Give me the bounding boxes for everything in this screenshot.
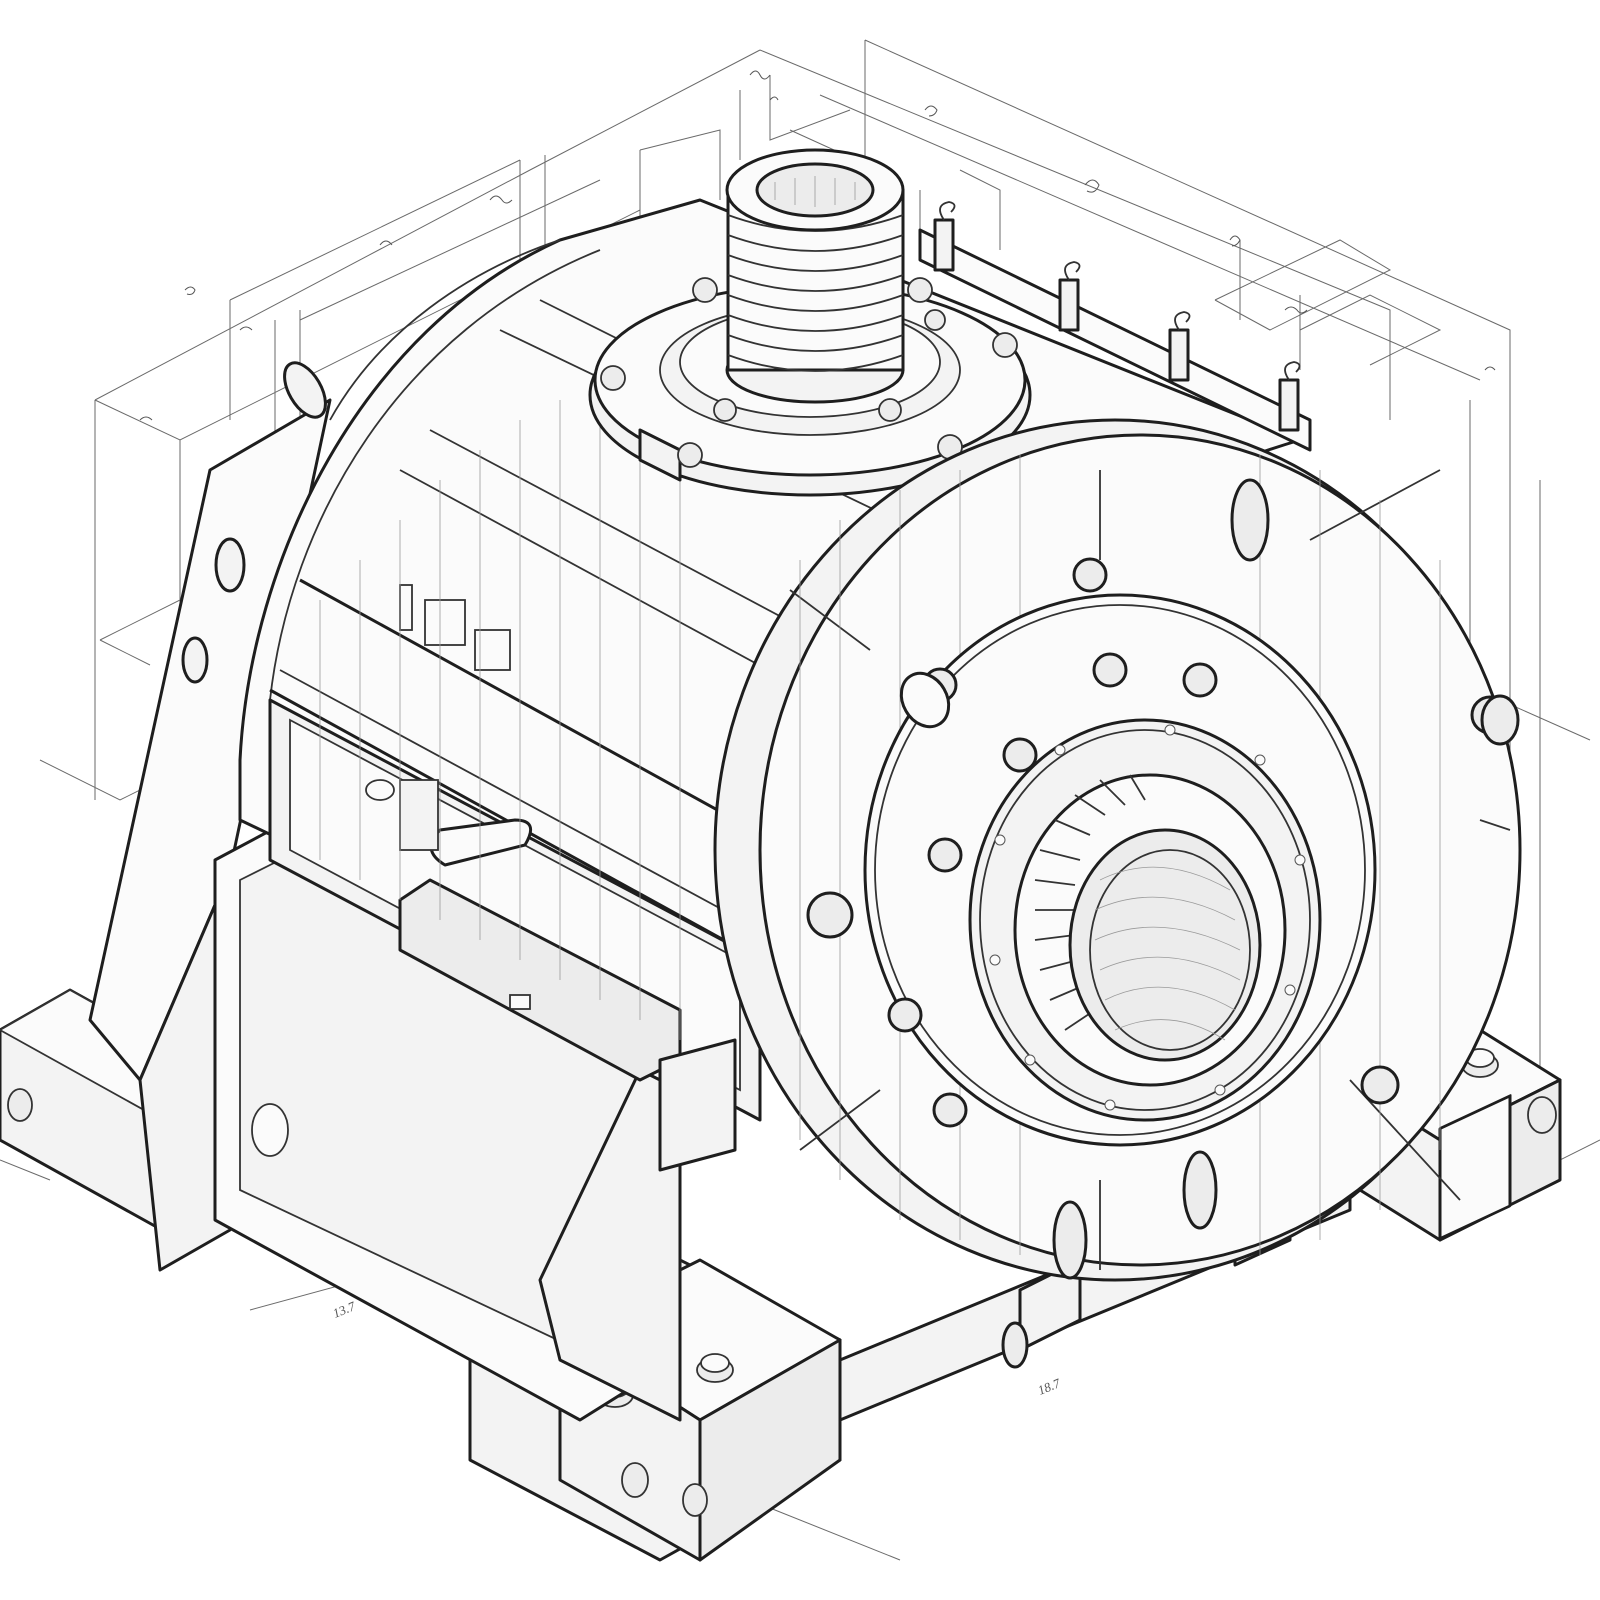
bolt-hole-icon (621, 1462, 649, 1498)
top-threaded-nozzle (725, 148, 905, 404)
flange-bolt-icon (600, 277, 1018, 468)
top-lifting-lugs (918, 201, 1312, 452)
dimension-label-front-base: 18.7 (1036, 1375, 1063, 1398)
side-connector (658, 671, 1520, 1172)
end-plate-bolt-icon (806, 557, 1510, 1128)
dimension-label-left-base: 13.7 (331, 1298, 358, 1321)
bolt-hole-icon (1527, 1096, 1557, 1134)
dimension-scribbles (139, 70, 1496, 421)
cable-clip-icon (365, 779, 533, 867)
bolt-hole-icon (682, 1483, 708, 1517)
cutout-icon (251, 1103, 289, 1157)
small-port-icon (509, 994, 531, 1010)
left-support-frame (88, 398, 682, 1422)
bolt-hole-icon (7, 1088, 33, 1122)
drum-housing (181, 198, 1302, 1122)
front-bearing-bore (968, 718, 1322, 1122)
